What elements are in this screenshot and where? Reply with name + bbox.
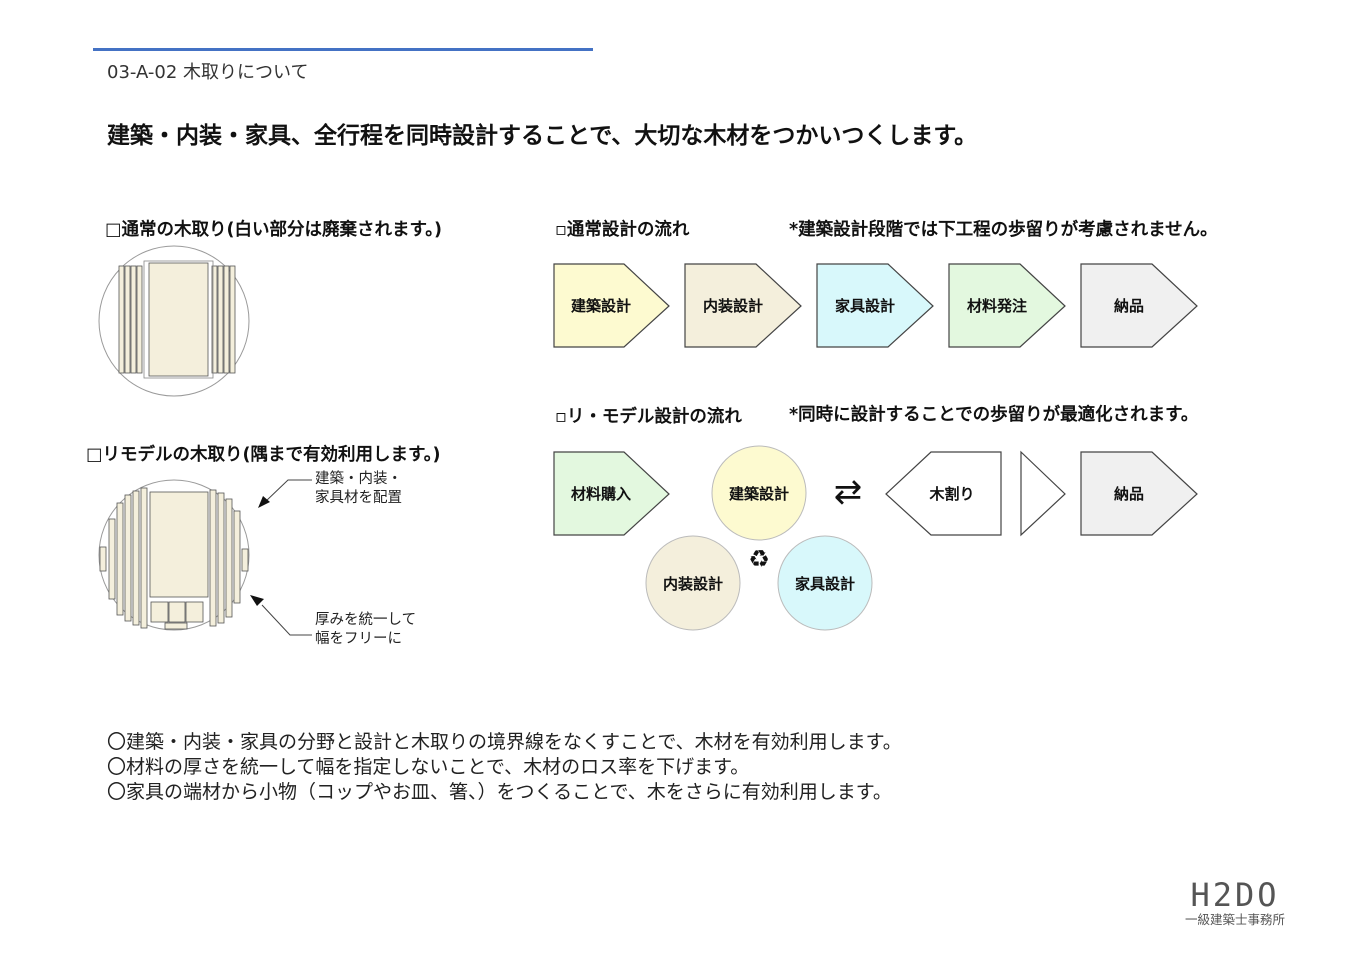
page-headline: 建築・内装・家具、全行程を同時設計することで、大切な木材をつかいつくします。 [107,123,978,149]
note-line: 建築・内装・ [315,471,402,487]
summary-item: 〇家具の端材から小物（コップやお皿、箸、）をつくることで、木をさらに有効利用しま… [107,781,892,803]
step-shape [684,263,802,348]
note-line: 幅をフリーに [315,631,402,647]
step-shape [1080,451,1198,536]
note-uniform-thickness: 厚みを統一して 幅をフリーに [315,611,416,649]
note-line: 家具材を配置 [315,490,402,506]
flow-step-interior: 内装設計 [684,263,802,348]
flow-step-architecture: 建築設計 [553,263,670,348]
step-shape [553,451,670,536]
normal-flow-title: ▫通常設計の流れ [555,220,690,240]
annotation-arrows [250,479,312,636]
normal-flow-diagram: 建築設計 内装設計 家具設計 材料発注 納品 [553,263,1198,348]
step-label: 納品 [1114,485,1144,503]
flow-step-purchase: 材料購入 [553,451,670,536]
design-circle-architecture: 建築設計 [711,445,807,541]
flow-step-delivery-remodel: 納品 [1080,451,1198,536]
step-label: 納品 [1114,297,1144,315]
normal-flow-note: *建築設計段階では下工程の歩留りが考慮されません。 [789,220,1218,240]
circle-shape [777,535,873,631]
step-label: 内装設計 [703,297,763,315]
recycle-icon: ♻ [748,545,770,573]
note-arrange-materials: 建築・内装・ 家具材を配置 [315,470,402,508]
summary-item: 〇建築・内装・家具の分野と設計と木取りの境界線をなくすことで、木材を有効利用しま… [107,731,902,753]
step-shape [948,263,1066,348]
remodel-flow-diagram: 材料購入 建築設計 内装設計 家具設計 ♻ ⇄ 木割り 納品 [553,445,1198,631]
circle-shape [645,535,741,631]
step-shape [885,451,1002,536]
flow-step-delivery: 納品 [1080,263,1198,348]
normal-cutting-title: □通常の木取り(白い部分は廃棄されます。) [105,220,443,240]
remodel-flow-note: *同時に設計することでの歩留りが最適化されます。 [789,405,1199,425]
remodel-cutting-title: □リモデルの木取り(隅まで有効利用します。) [86,445,441,465]
design-circle-interior: 内装設計 [645,535,741,631]
step-label: 材料発注 [967,297,1027,315]
step-shape [553,263,670,348]
page-code: 03-A-02 木取りについて [107,62,309,83]
logo-mark: H2DO [1190,876,1280,914]
circle-label: 建築設計 [729,485,789,503]
step-label: 建築設計 [571,297,631,315]
summary-list: 〇建築・内装・家具の分野と設計と木取りの境界線をなくすことで、木材を有効利用しま… [107,730,902,805]
step-shape [816,263,934,348]
circle-label: 内装設計 [663,575,723,593]
summary-item: 〇材料の厚さを統一して幅を指定しないことで、木材のロス率を下げます。 [107,756,750,778]
flow-step-cut: 木割り [885,451,1002,536]
logo-subtitle: 一級建築士事務所 [1184,912,1285,927]
remodel-log-diagram [98,479,250,631]
note-line: 厚みを統一して [315,612,417,628]
flow-step-order: 材料発注 [948,263,1066,348]
circle-shape [711,445,807,541]
step-label: 材料購入 [571,485,631,503]
header-accent-line [93,48,593,51]
normal-log-diagram [98,245,250,397]
exchange-arrows-icon: ⇄ [834,472,863,512]
remodel-flow-title: ▫リ・モデル設計の流れ [555,407,742,427]
circle-label: 家具設計 [795,575,855,593]
step-shape [1080,263,1198,348]
design-circle-furniture: 家具設計 [777,535,873,631]
company-logo: H2DO 一級建築士事務所 [1176,878,1294,928]
step-label: 家具設計 [835,297,895,315]
flow-arrow-shape [1020,450,1066,537]
step-label: 木割り [928,485,974,503]
flow-step-furniture: 家具設計 [816,263,934,348]
